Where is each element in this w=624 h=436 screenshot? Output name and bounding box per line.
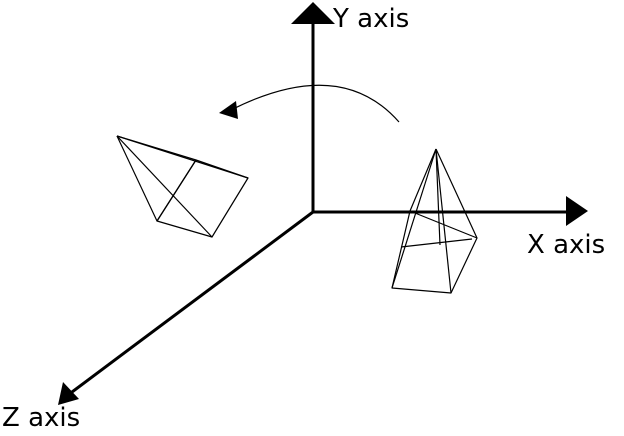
x-axis: X axis	[313, 196, 605, 260]
pyramid-upright-edge	[391, 148, 437, 289]
x-axis-label: X axis	[527, 230, 605, 260]
pyramid-upright-midline	[400, 238, 473, 248]
y-axis-arrowhead	[291, 2, 335, 24]
pyramid-rotated-edge	[116, 135, 213, 238]
pyramid-upright-edge	[409, 148, 437, 212]
pyramid-upright-edge	[435, 148, 441, 246]
z-axis-label: Z axis	[2, 403, 80, 433]
z-axis-line	[71, 210, 314, 394]
pyramid-upright-edge	[435, 148, 452, 294]
rotation-arrowhead	[219, 101, 238, 119]
pyramid-rotated-edge	[116, 135, 249, 179]
x-axis-arrowhead	[566, 196, 588, 226]
y-axis: Y axis	[291, 2, 409, 212]
pyramid-rotated-midline	[156, 159, 197, 222]
y-axis-label: Y axis	[332, 4, 409, 34]
pyramid-rotated-edge	[116, 135, 158, 222]
pyramid-rotated	[116, 135, 249, 238]
pyramid-rotated-base	[156, 159, 249, 238]
pyramid-upright	[391, 148, 478, 294]
pyramid-upright-base	[391, 210, 478, 294]
z-axis: Z axis	[2, 210, 314, 433]
rotation-arc	[230, 84, 400, 123]
z-axis-arrowhead	[58, 382, 79, 405]
pyramid-upright-edge	[435, 148, 478, 239]
rotation-arrow	[219, 84, 400, 123]
